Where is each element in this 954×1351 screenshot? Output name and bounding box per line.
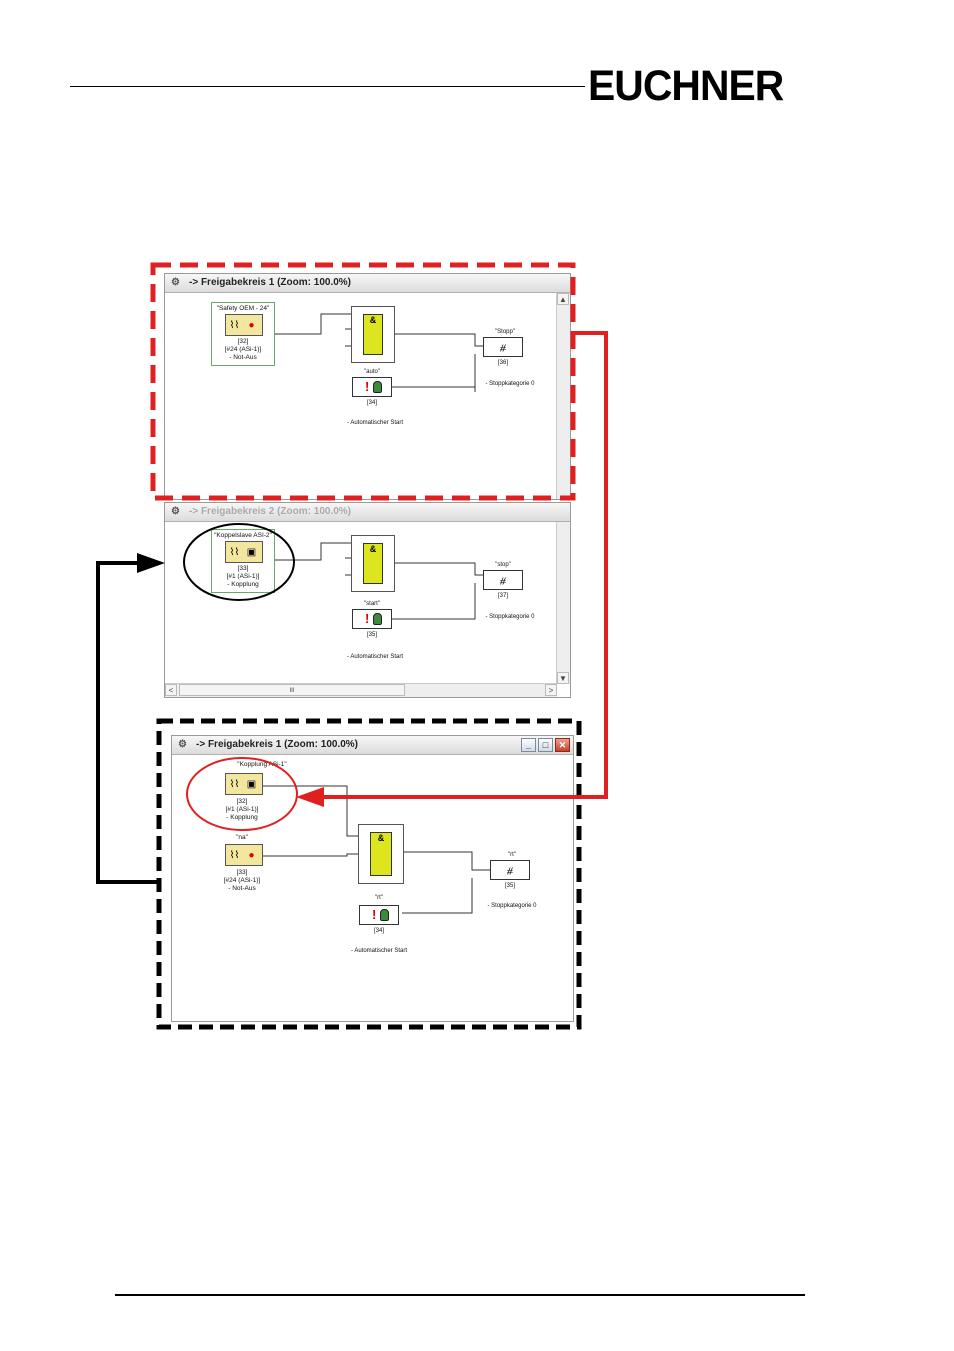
footer-rule — [115, 1294, 805, 1296]
output-block[interactable]: ⧣ — [490, 860, 530, 880]
block-address: [#1 (ASi-1)] — [226, 573, 260, 580]
start-id: [35] — [366, 632, 377, 638]
block-id: [33] — [237, 565, 249, 572]
output-id: [36] — [497, 360, 508, 366]
emergency-stop-icon: ● — [248, 850, 255, 861]
and-label: & — [370, 832, 392, 876]
start-desc: - Automatischer Start — [346, 420, 404, 426]
and-block[interactable]: & — [351, 306, 395, 363]
coupling-address: [#1 (ASi-1)] — [225, 806, 259, 813]
lamp-icon — [373, 381, 382, 393]
window-freigabekreis-1-coupled: ⚙ -> Freigabekreis 1 (Zoom: 100.0%) _ □ … — [171, 735, 574, 1022]
window-title: -> Freigabekreis 2 (Zoom: 100.0%) — [189, 506, 352, 517]
start-block[interactable]: ! — [359, 905, 399, 925]
lamp-icon — [380, 909, 389, 921]
block-desc: - Not-Aus — [229, 354, 257, 361]
window-freigabekreis-2: ⚙ -> Freigabekreis 2 (Zoom: 100.0%) ▼ < … — [164, 502, 571, 698]
stop-relay-icon: ⧣ — [499, 575, 507, 587]
start-block[interactable]: ! — [352, 377, 392, 397]
alert-icon: ! — [365, 611, 370, 626]
block-id: [32] — [237, 338, 249, 345]
alert-icon: ! — [372, 907, 377, 922]
emergency-stop-icon: ● — [248, 320, 255, 331]
output-block[interactable]: ⧣ — [483, 570, 523, 590]
lamp-icon — [373, 613, 382, 625]
estop-block[interactable]: ⌇⌇ ● — [225, 844, 263, 866]
coupling-slave-block[interactable]: "Koppelslave ASI-2" ⌇⌇ ▣ [33] [#1 (ASi-1)… — [211, 529, 275, 593]
gear-icon: ⚙ — [171, 506, 180, 517]
start-id: [34] — [373, 928, 384, 934]
start-id: [34] — [366, 400, 377, 406]
switch-icon: ⌇⌇ — [229, 850, 240, 861]
output-name: "Stopp" — [495, 329, 515, 335]
coupling-icon: ▣ — [246, 779, 257, 790]
coupling-block[interactable]: ⌇⌇ ▣ — [225, 773, 263, 795]
euchner-logo: EUCHNER — [588, 62, 784, 110]
stop-relay-icon: ⧣ — [499, 342, 507, 354]
coupling-id: [32] — [236, 798, 248, 805]
estop-name: "na" — [236, 834, 248, 841]
estop-desc: - Not-Aus — [228, 885, 256, 892]
block-icons: ⌇⌇ ● — [225, 314, 263, 336]
and-block[interactable]: & — [351, 535, 395, 592]
start-desc: - Automatischer Start — [350, 948, 408, 954]
output-desc: - Stoppkategorie 0 — [485, 381, 535, 387]
output-name: "stop" — [495, 562, 511, 568]
scroll-left-button[interactable]: < — [165, 684, 177, 696]
stop-relay-icon: ⧣ — [506, 865, 514, 877]
switch-icon: ⌇⌇ — [229, 320, 240, 331]
start-block[interactable]: ! — [352, 609, 392, 629]
block-icons: ⌇⌇ ▣ — [225, 541, 263, 563]
switch-icon: ⌇⌇ — [229, 547, 240, 558]
output-block[interactable]: ⧣ — [483, 337, 523, 357]
switch-icon: ⌇⌇ — [229, 779, 240, 790]
output-name: "rt" — [508, 852, 516, 858]
safety-input-block[interactable]: "Safety OEM - 24" ⌇⌇ ● [32] [#24 (ASi-1)]… — [211, 302, 275, 366]
start-desc: - Automatischer Start — [346, 654, 404, 660]
coupling-icon: ▣ — [246, 547, 257, 558]
start-name: "start" — [364, 601, 380, 607]
header-rule — [70, 86, 585, 87]
start-name: "rt" — [375, 895, 383, 901]
coupling-desc: - Kopplung — [226, 814, 258, 821]
estop-address: [#24 (ASi-1)] — [223, 877, 261, 884]
window-freigabekreis-1: ⚙ -> Freigabekreis 1 (Zoom: 100.0%) ▲ "S… — [164, 273, 571, 500]
and-block[interactable]: & — [358, 824, 404, 884]
and-label: & — [363, 314, 383, 355]
block-address: [#24 (ASi-1)] — [224, 346, 262, 353]
output-id: [35] — [504, 883, 515, 889]
output-desc: - Stoppkategorie 0 — [485, 614, 535, 620]
estop-id: [33] — [236, 869, 248, 876]
output-id: [37] — [497, 593, 508, 599]
output-desc: - Stoppkategorie 0 — [487, 903, 537, 909]
block-name: "Safety OEM - 24" — [216, 305, 270, 312]
alert-icon: ! — [365, 379, 370, 394]
coupling-name: "Kopplung ASi-1" — [237, 761, 287, 768]
and-label: & — [363, 543, 383, 584]
block-desc: - Kopplung — [227, 581, 259, 588]
start-name: "auto" — [364, 369, 380, 375]
block-name: "Koppelslave ASI-2" — [214, 532, 272, 539]
